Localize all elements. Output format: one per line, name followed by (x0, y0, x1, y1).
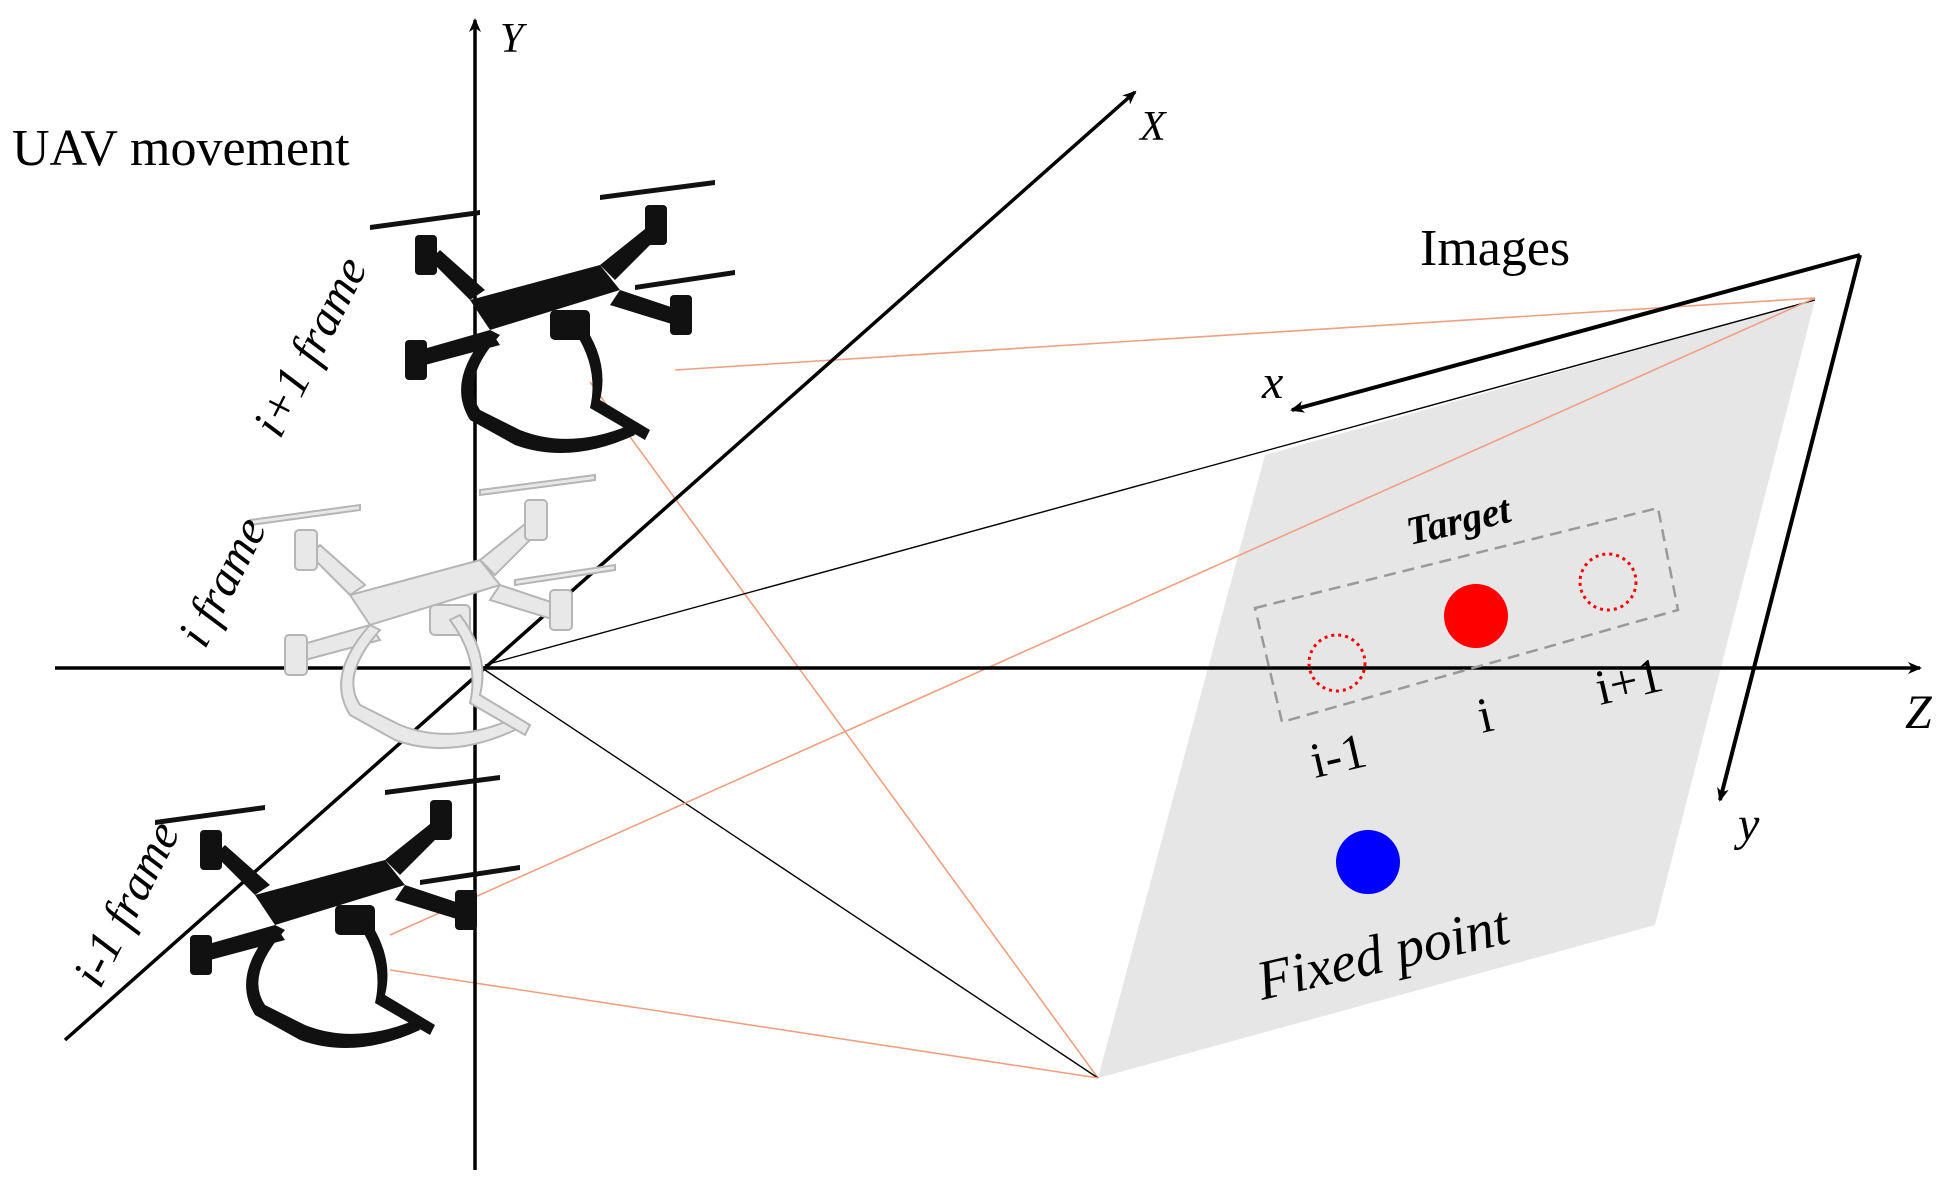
index-prev-label: i-1 (1305, 722, 1372, 789)
projection-rays (389, 297, 1816, 1079)
ray-next-top (674, 297, 1816, 371)
image-x-label: x (1261, 356, 1283, 409)
fixed-point-marker (1336, 830, 1400, 894)
target-box (1253, 506, 1680, 724)
image-plane (1098, 300, 1815, 1078)
target-current (1444, 584, 1508, 648)
uav-movement-label: UAV movement (12, 120, 350, 177)
ray-current-bottom (484, 669, 1099, 1079)
target-ghost-next (1578, 552, 1638, 612)
world-x-label: X (1138, 104, 1168, 150)
world-z-label: Z (1905, 686, 1933, 739)
frame-prev-label: i-1 frame (63, 813, 191, 995)
world-y-label: Y (500, 16, 528, 62)
images-label: Images (1420, 220, 1570, 277)
drone-frame-current (249, 474, 616, 749)
ray-current-top (484, 299, 1816, 666)
ray-next-bottom (589, 381, 1099, 1079)
drone-frame-next (370, 180, 735, 453)
image-y-axis (1717, 254, 1862, 802)
image-x-axis (1290, 253, 1861, 413)
ray-prev-bottom (389, 969, 1099, 1079)
target-ghost-prev (1307, 633, 1367, 693)
frame-current-label: i frame (168, 509, 278, 655)
image-axes (1290, 253, 1862, 802)
frame-next-label: i+1 frame (243, 248, 378, 445)
image-y-label: y (1733, 798, 1760, 851)
ray-prev-top (389, 297, 1816, 936)
